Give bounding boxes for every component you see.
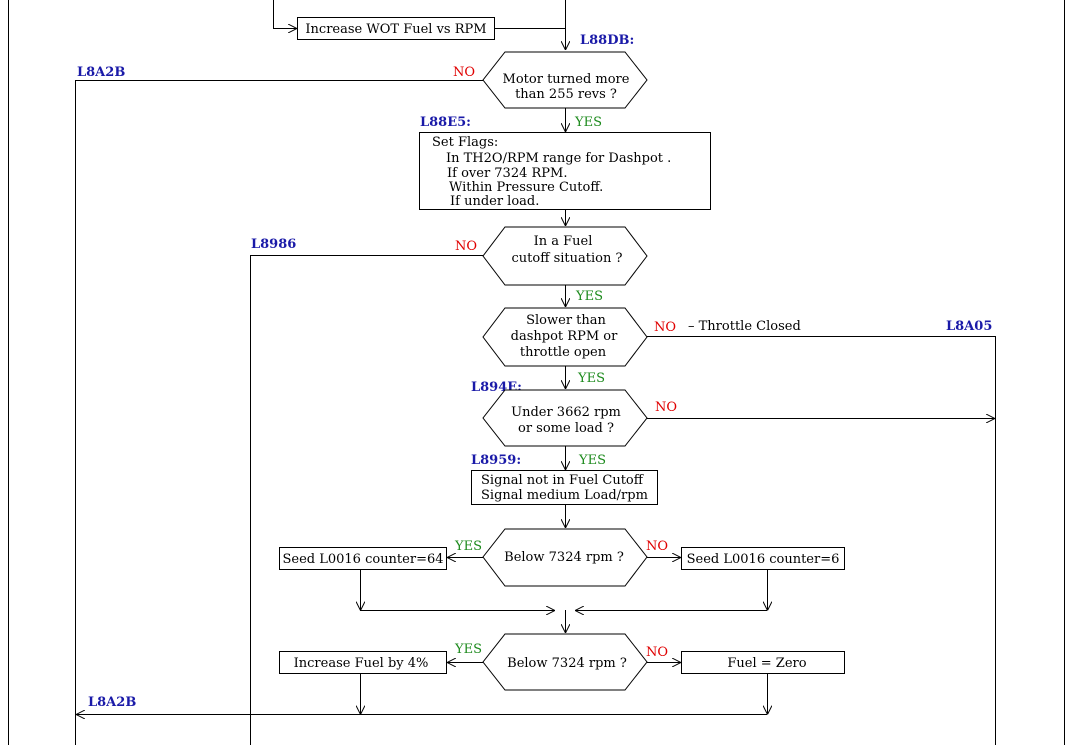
decision-below-7324-a-text: Below 7324 rpm ?: [504, 550, 624, 565]
answer-yes-1: YES: [574, 115, 602, 130]
decision-fuel-cutoff-line2: cutoff situation ?: [512, 251, 623, 266]
set-flags-line5: If under load.: [450, 194, 539, 209]
answer-yes-4: YES: [578, 453, 606, 468]
connector-no-l8986: [250, 255, 483, 745]
label-l88e5: L88E5:: [420, 115, 471, 130]
decision-slower-line2: dashpot RPM or: [511, 329, 618, 344]
increase-fuel-text: Increase Fuel by 4%: [294, 656, 429, 671]
answer-yes-5: YES: [454, 539, 482, 554]
seed-6-text: Seed L0016 counter=6: [687, 552, 840, 567]
decision-motor-turned-line2: than 255 revs ?: [515, 87, 617, 102]
note-throttle-closed: – Throttle Closed: [688, 319, 801, 334]
answer-yes-3: YES: [577, 371, 605, 386]
increase-fuel-box: [279, 651, 447, 674]
answer-no-2: NO: [455, 239, 477, 254]
connector-into-wot: [273, 0, 297, 29]
fuel-zero-text: Fuel = Zero: [727, 656, 806, 671]
seed-6-box: [681, 547, 845, 570]
set-flags-line3: If over 7324 RPM.: [447, 166, 568, 181]
increase-wot-text: Increase WOT Fuel vs RPM: [305, 22, 486, 37]
label-l8a2b-top: L8A2B: [77, 65, 125, 80]
signal-line1: Signal not in Fuel Cutoff: [481, 473, 645, 488]
label-l8a2b-bottom: L8A2B: [88, 695, 136, 710]
signal-line2: Signal medium Load/rpm: [481, 488, 648, 503]
decision-under-3662-line2: or some load ?: [518, 421, 614, 436]
label-l88db: L88DB:: [580, 33, 634, 48]
decision-slower-line3: throttle open: [520, 345, 607, 360]
connector-no-l8a05: [647, 336, 996, 745]
decision-fuel-cutoff-line1: In a Fuel: [534, 234, 593, 249]
decision-motor-turned-line1: Motor turned more: [503, 72, 630, 87]
answer-no-3: NO: [654, 320, 676, 335]
answer-no-5: NO: [646, 539, 668, 554]
increase-wot-box: [297, 17, 495, 40]
set-flags-box: [419, 132, 711, 210]
fuel-zero-box: [681, 651, 845, 674]
decision-below-7324-b-text: Below 7324 rpm ?: [507, 656, 627, 671]
decision-slower-dashpot: [482, 307, 648, 367]
answer-yes-6: YES: [454, 642, 482, 657]
set-flags-line4: Within Pressure Cutoff.: [449, 180, 603, 195]
label-l8959: L8959:: [471, 453, 521, 468]
answer-no-1: NO: [453, 65, 475, 80]
set-flags-line1: Set Flags:: [432, 135, 498, 150]
answer-no-4: NO: [655, 400, 677, 415]
answer-no-6: NO: [646, 645, 668, 660]
signal-box: [471, 470, 658, 505]
answer-yes-2: YES: [575, 289, 603, 304]
seed-64-box: [279, 547, 447, 570]
connector-no-l8a2b: [75, 80, 483, 745]
decision-slower-line1: Slower than: [526, 313, 606, 328]
decision-under-3662-line1: Under 3662 rpm: [511, 405, 621, 420]
label-l8a05: L8A05: [946, 319, 992, 334]
set-flags-line2: In TH2O/RPM range for Dashpot .: [446, 151, 671, 166]
decision-under-3662: [482, 389, 648, 447]
seed-64-text: Seed L0016 counter=64: [282, 552, 443, 567]
label-l8986: L8986: [251, 237, 296, 252]
